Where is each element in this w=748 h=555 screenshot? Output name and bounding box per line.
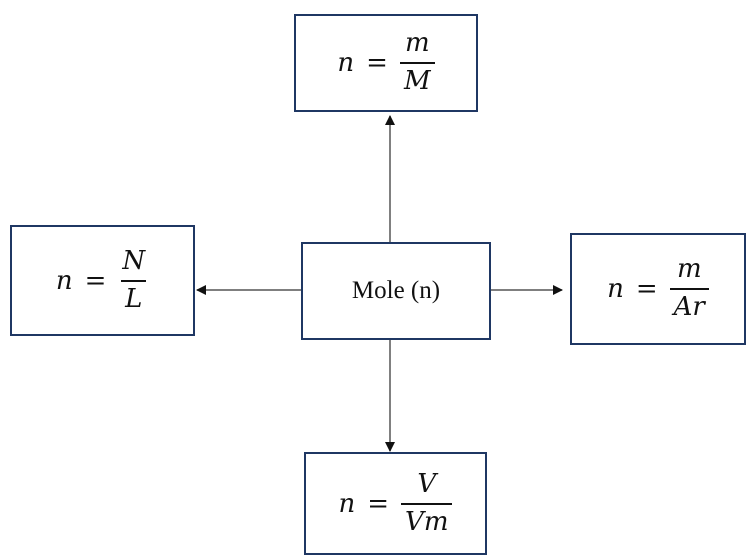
- formula-right-fraction: m Ar: [669, 254, 709, 323]
- formula-left: n = N L: [55, 245, 149, 315]
- center-box: Mole (n): [301, 242, 491, 340]
- formula-bottom-numerator: V: [417, 468, 437, 499]
- formula-box-top: n = m M: [294, 14, 478, 112]
- formula-box-right: n = m Ar: [570, 233, 746, 345]
- formula-top: n = m M: [337, 28, 435, 97]
- formula-left-equals: =: [84, 265, 107, 296]
- formula-box-left: n = N L: [10, 225, 195, 336]
- formula-top-equals: =: [366, 48, 388, 78]
- formula-left-lhs: n: [55, 265, 73, 296]
- formula-top-denominator: M: [399, 62, 435, 97]
- center-label: Mole (n): [351, 277, 441, 304]
- formula-top-fraction: m M: [399, 28, 435, 97]
- formula-right-lhs: n: [607, 274, 624, 304]
- formula-top-lhs: n: [337, 48, 355, 78]
- formula-bottom-fraction: V Vm: [401, 468, 453, 538]
- formula-left-denominator: L: [121, 279, 147, 315]
- formula-bottom-equals: =: [367, 488, 390, 519]
- formula-right-equals: =: [635, 274, 658, 304]
- formula-bottom-lhs: n: [338, 488, 356, 519]
- formula-left-numerator: N: [122, 245, 146, 276]
- formula-right-numerator: m: [676, 254, 702, 285]
- formula-box-bottom: n = V Vm: [304, 452, 487, 555]
- formula-top-numerator: m: [404, 28, 430, 59]
- formula-left-fraction: N L: [118, 245, 149, 315]
- formula-bottom: n = V Vm: [338, 468, 453, 538]
- formula-right-denominator: Ar: [669, 288, 709, 323]
- formula-bottom-denominator: Vm: [401, 502, 453, 538]
- formula-right: n = m Ar: [607, 254, 709, 323]
